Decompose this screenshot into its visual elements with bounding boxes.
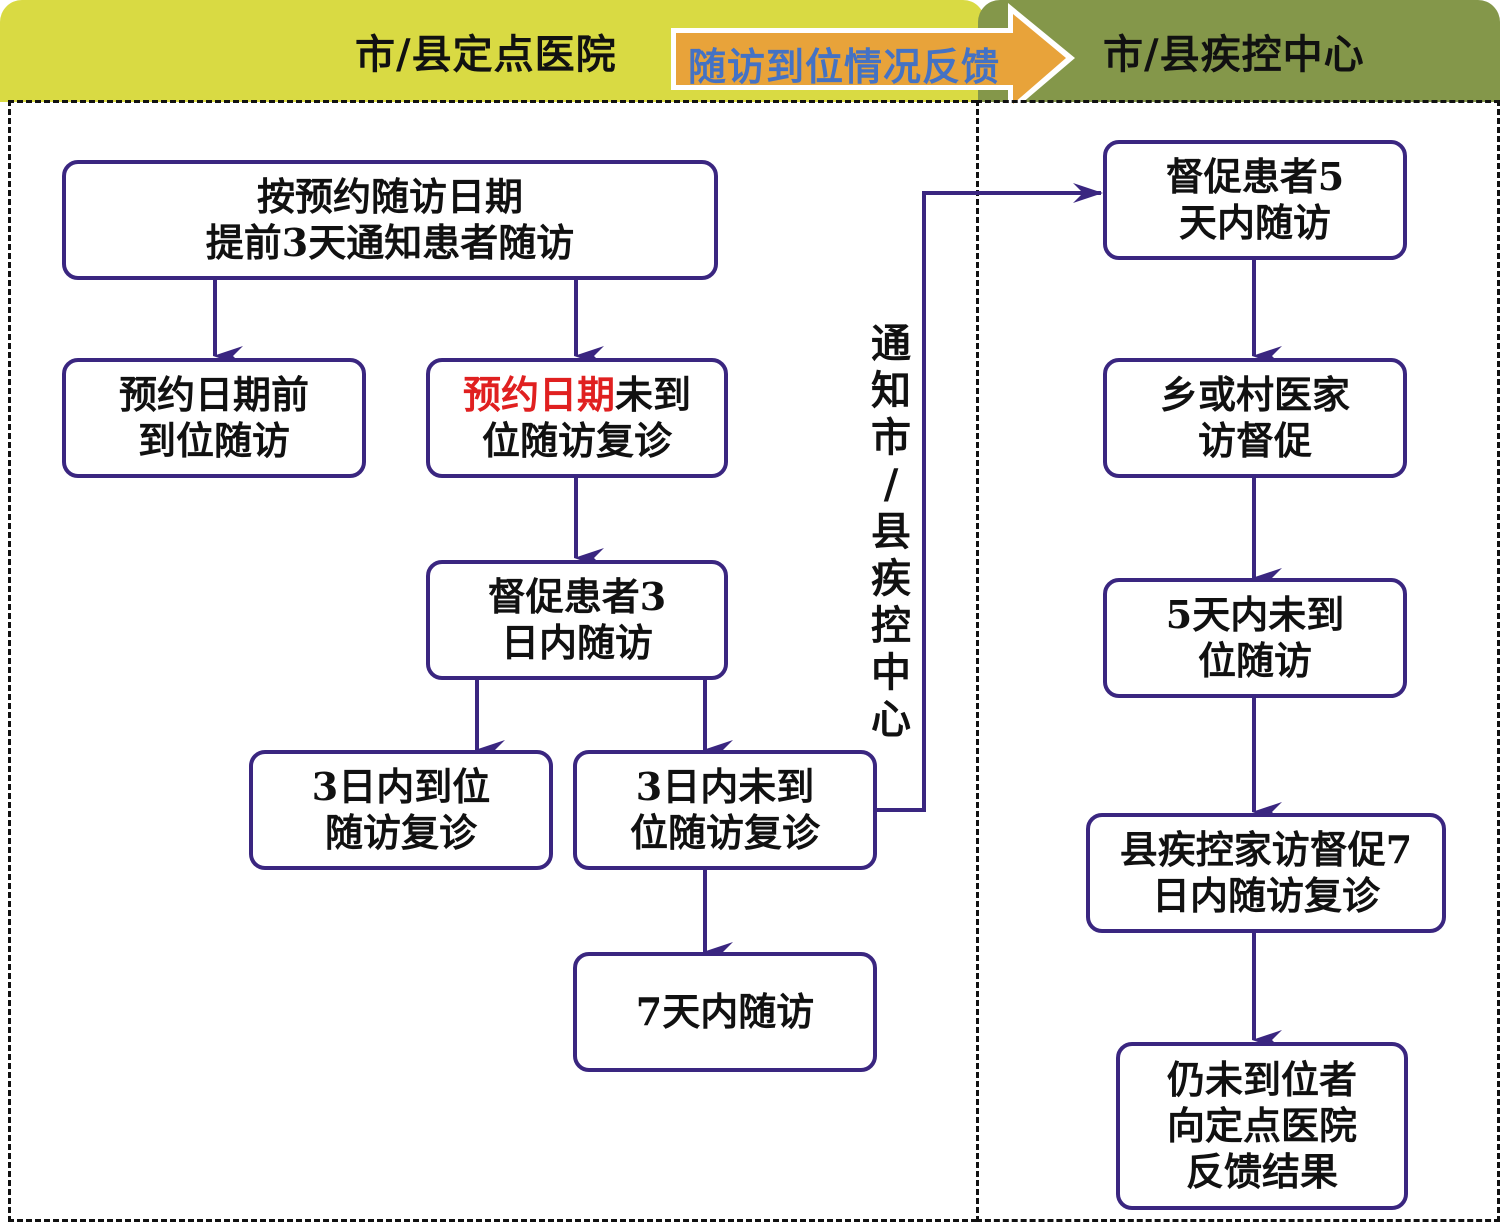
label-char: 市	[871, 414, 911, 461]
feedback-result-box: 仍未到位者 向定点医院 反馈结果	[1116, 1042, 1408, 1210]
before-date-box: 预约日期前 到位随访	[62, 358, 366, 478]
hospital-region	[8, 100, 977, 1222]
urge-3day-box: 督促患者3 日内随访	[426, 560, 728, 680]
missed-date-highlight: 预约日期	[462, 372, 615, 417]
label-char: 中	[871, 649, 911, 696]
arrived-3day-line1: 3日内到位	[311, 764, 491, 809]
label-char: 疾	[871, 555, 911, 602]
cdc-header-title: 市/县疾控中心	[1103, 31, 1365, 78]
urge-5day-line2: 天内随访	[1178, 200, 1331, 245]
missed-3day-line2: 位随访复诊	[629, 810, 820, 855]
missed-3day-box: 3日内未到 位随访复诊	[573, 750, 877, 870]
hospital-header-title: 市/县定点医院	[355, 31, 617, 78]
village-visit-line2: 访督促	[1197, 418, 1312, 463]
missed-date-line1-rest: 未到	[615, 372, 692, 417]
urge-5day-box: 督促患者5 天内随访	[1103, 140, 1407, 260]
label-char: 控	[871, 602, 911, 649]
before-date-line2: 到位随访	[137, 418, 290, 463]
label-char: /	[883, 461, 899, 508]
label-char: 通	[871, 320, 911, 367]
label-char: 心	[871, 696, 911, 743]
missed-date-line2: 位随访复诊	[481, 418, 672, 463]
arrived-3day-line2: 随访复诊	[324, 810, 477, 855]
label-char: 知	[871, 367, 911, 414]
feedback-line3: 反馈结果	[1185, 1149, 1338, 1194]
county-visit-line1: 县疾控家访督促7	[1119, 827, 1413, 872]
village-visit-box: 乡或村医家 访督促	[1103, 358, 1407, 478]
missed-5day-line1: 5天内未到	[1165, 592, 1345, 637]
cdc-region	[976, 100, 1500, 1222]
county-visit-box: 县疾控家访督促7 日内随访复诊	[1086, 813, 1446, 933]
arrow-notify-cdc	[876, 183, 1103, 812]
missed-5day-box: 5天内未到 位随访	[1103, 578, 1407, 698]
urge-3day-line2: 日内随访	[500, 620, 653, 665]
within-7day-box: 7天内随访	[573, 952, 877, 1072]
notify-line2: 提前3天通知患者随访	[205, 220, 575, 265]
missed-date-box: 预约日期未到 位随访复诊	[426, 358, 728, 478]
notify-patient-box: 按预约随访日期 提前3天通知患者随访	[62, 160, 718, 280]
county-visit-line2: 日内随访复诊	[1151, 873, 1380, 918]
notify-line1: 按预约随访日期	[256, 174, 523, 219]
urge-3day-line1: 督促患者3	[487, 574, 667, 619]
arrived-3day-box: 3日内到位 随访复诊	[249, 750, 553, 870]
feedback-arrow-icon	[671, 3, 1075, 115]
feedback-line2: 向定点医院	[1166, 1103, 1357, 1148]
missed-3day-line1: 3日内未到	[635, 764, 815, 809]
village-visit-line1: 乡或村医家	[1159, 372, 1350, 417]
notify-cdc-label: 通 知 市 / 县 疾 控 中 心	[866, 320, 916, 743]
missed-5day-line2: 位随访	[1197, 638, 1312, 683]
feedback-line1: 仍未到位者	[1166, 1057, 1357, 1102]
feedback-arrow-label: 随访到位情况反馈	[688, 44, 1001, 89]
before-date-line1: 预约日期前	[118, 372, 309, 417]
urge-5day-line1: 督促患者5	[1165, 154, 1345, 199]
within-7day-line1: 7天内随访	[635, 989, 815, 1034]
label-char: 县	[871, 508, 911, 555]
